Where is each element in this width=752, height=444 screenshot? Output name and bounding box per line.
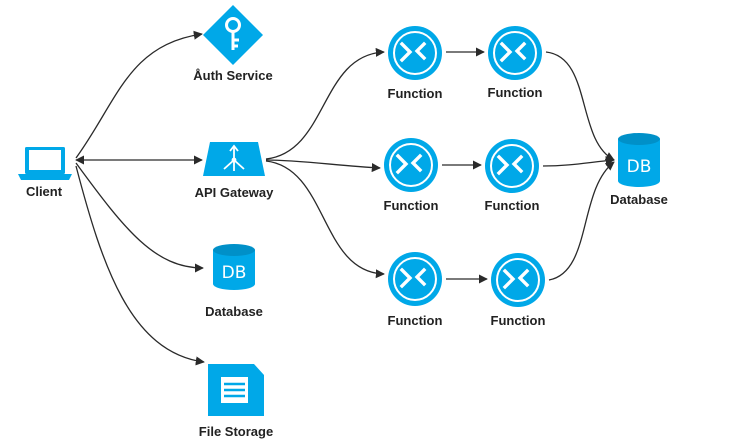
- database-icon: DB: [618, 133, 660, 187]
- document-icon: [208, 364, 264, 416]
- api-gateway-node: API Gateway: [195, 142, 275, 200]
- edge-gateway-to-function-1a: [265, 47, 385, 160]
- laptop-icon: [18, 147, 72, 180]
- database-right-label: Database: [610, 192, 668, 207]
- edge-client-to-file-storage: [75, 165, 205, 366]
- key-icon: [203, 5, 263, 65]
- edge-function-2b-to-database: [542, 156, 615, 167]
- database-icon-text: DB: [222, 263, 247, 283]
- function-node-3b: Function: [491, 253, 546, 328]
- function-3a-label: Function: [388, 313, 443, 328]
- edge-gateway-to-function-3a: [265, 160, 385, 279]
- function-icon: [488, 26, 542, 80]
- database-icon-text: DB: [627, 157, 652, 177]
- edge-client-to-database: [75, 162, 204, 273]
- function-icon: [388, 26, 442, 80]
- function-node-1b: Function: [488, 26, 543, 100]
- file-storage-label: File Storage: [199, 424, 273, 439]
- auth-service-label: Åuth Service: [193, 68, 272, 83]
- function-1b-label: Function: [488, 85, 543, 100]
- file-storage-node: File Storage: [199, 364, 273, 439]
- function-2b-label: Function: [485, 198, 540, 213]
- edge-gateway-to-function-2a: [265, 159, 381, 173]
- function-icon: [491, 253, 545, 307]
- function-node-2a: Function: [384, 138, 439, 213]
- function-node-3a: Function: [388, 252, 443, 328]
- database-right-node: DB Database: [610, 133, 668, 207]
- api-gateway-icon: [203, 142, 265, 176]
- client-node: Client: [18, 147, 72, 199]
- client-label: Client: [26, 184, 63, 199]
- api-gateway-label: API Gateway: [195, 185, 275, 200]
- function-1a-label: Function: [388, 86, 443, 101]
- auth-service-node: Åuth Service: [193, 5, 273, 83]
- edge-function-3b-to-database: [548, 161, 615, 281]
- edge-client-to-auth: [75, 30, 203, 159]
- function-2a-label: Function: [384, 198, 439, 213]
- function-icon: [485, 139, 539, 193]
- database-icon: DB: [213, 244, 255, 290]
- function-icon: [384, 138, 438, 192]
- database-left-node: DB Database: [205, 244, 263, 319]
- connectors: [75, 30, 615, 366]
- function-node-2b: Function: [485, 139, 540, 213]
- edge-function-1b-to-database: [545, 51, 615, 161]
- database-left-label: Database: [205, 304, 263, 319]
- function-icon: [388, 252, 442, 306]
- function-node-1a: Function: [388, 26, 443, 101]
- function-3b-label: Function: [491, 313, 546, 328]
